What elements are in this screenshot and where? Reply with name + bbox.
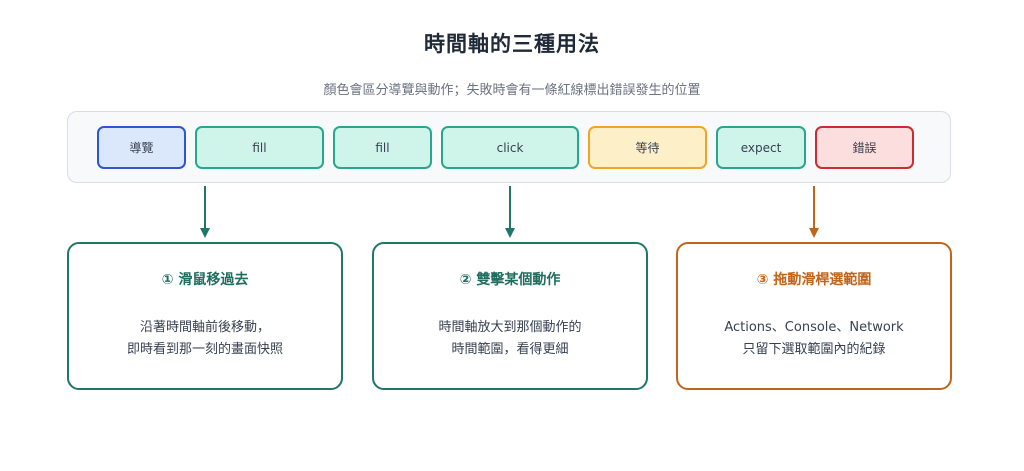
step-label: 等待 (635, 141, 660, 155)
timeline-step-expect: expect (716, 126, 806, 169)
step-label: fill (252, 140, 267, 155)
arrow-to-card-3 (809, 186, 819, 238)
card-title: ③ 拖動滑桿選範圍 (756, 272, 872, 288)
timeline-step-click: click (441, 126, 579, 169)
card-description: 時間軸放大到那個動作的 時間範圍，看得更細 (382, 317, 638, 361)
card-line: 只留下選取範圍內的紀錄 (742, 342, 886, 357)
card-title: ① 滑鼠移過去 (161, 272, 249, 288)
arrow-to-card-1 (200, 186, 210, 238)
card-description: Actions、Console、Network 只留下選取範圍內的紀錄 (686, 317, 942, 361)
step-label: expect (740, 140, 782, 155)
card-line: 時間範圍，看得更細 (451, 342, 569, 357)
card-drag-range: ③ 拖動滑桿選範圍 Actions、Console、Network 只留下選取範… (676, 242, 952, 390)
diagram-title: 時間軸的三種用法 (424, 32, 600, 56)
timeline-step-wait: 等待 (588, 126, 707, 169)
step-label: 導覽 (129, 141, 154, 155)
timeline-step-error: 錯誤 (815, 126, 914, 169)
card-line: 即時看到那一刻的畫面快照 (126, 342, 283, 357)
diagram-subtitle: 顏色會區分導覽與動作；失敗時會有一條紅線標出錯誤發生的位置 (323, 83, 701, 98)
card-description: 沿著時間軸前後移動， 即時看到那一刻的畫面快照 (77, 317, 333, 361)
step-label: 錯誤 (852, 141, 877, 155)
card-line: 沿著時間軸前後移動， (139, 320, 270, 335)
card-line: 時間軸放大到那個動作的 (438, 320, 582, 335)
card-hover: ① 滑鼠移過去 沿著時間軸前後移動， 即時看到那一刻的畫面快照 (67, 242, 343, 390)
timeline-step-fill-2: fill (333, 126, 432, 169)
step-label: click (496, 140, 524, 155)
timeline-step-navigation: 導覽 (97, 126, 186, 169)
card-line: Actions、Console、Network (724, 320, 904, 335)
timeline-step-fill-1: fill (195, 126, 324, 169)
step-label: fill (375, 140, 390, 155)
card-title: ② 雙擊某個動作 (459, 272, 561, 288)
arrow-to-card-2 (505, 186, 515, 238)
card-double-click: ② 雙擊某個動作 時間軸放大到那個動作的 時間範圍，看得更細 (372, 242, 648, 390)
